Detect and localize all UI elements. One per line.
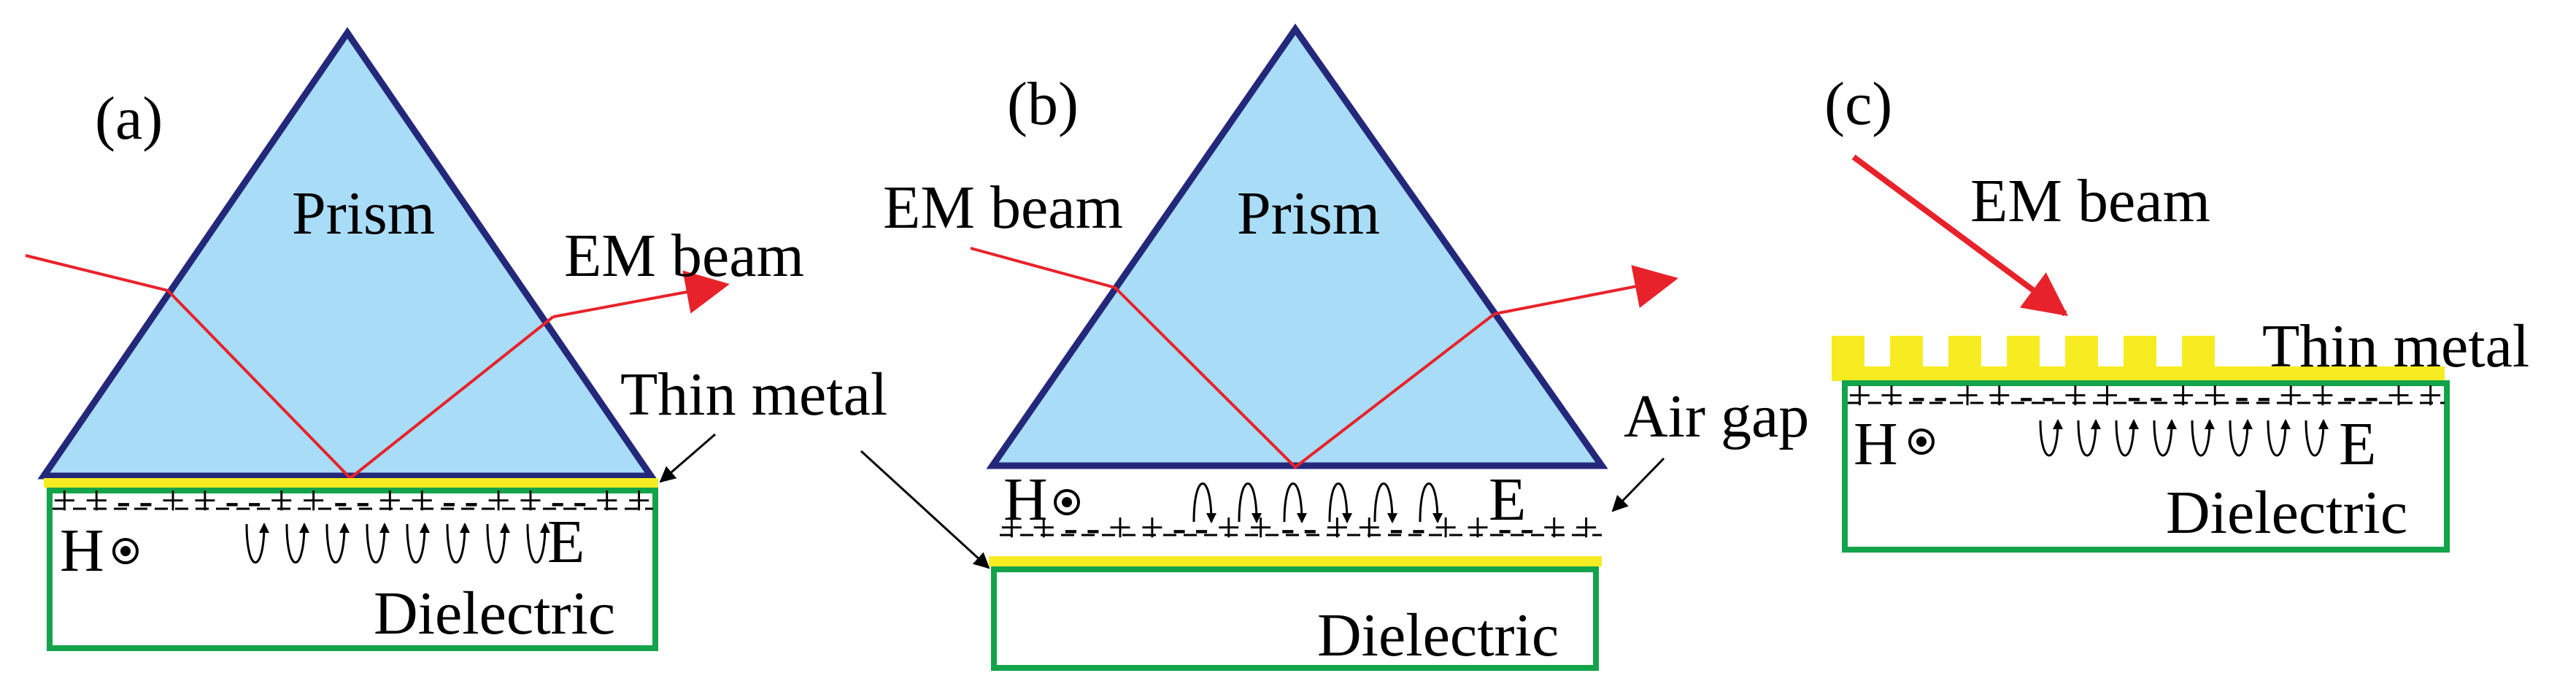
grating-tooth — [1832, 336, 1864, 369]
panel-c-label: (c) — [1824, 70, 1892, 138]
panel-a-field-loops — [245, 523, 550, 564]
field-loop — [406, 523, 430, 564]
panel-a-metal-label: Thin metal — [620, 361, 887, 428]
panel-b-thin-metal — [989, 556, 1602, 566]
panel-b-charges: ++--++--++--++--++--++ — [1000, 504, 1598, 551]
field-loop — [285, 523, 309, 564]
panel-c: (c) EM beam Thin metal ++--++--++--++--+… — [1824, 70, 2529, 553]
panel-b-beam-out-arrow — [1494, 265, 1678, 315]
panel-b-beam-label: EM beam — [883, 174, 1123, 242]
panel-c-beam-label: EM beam — [1970, 167, 2210, 235]
field-loop — [1238, 482, 1262, 523]
grating-tooth — [1890, 336, 1923, 369]
field-loop — [2153, 419, 2177, 457]
panel-a-prism-label: Prism — [292, 180, 435, 247]
field-loop — [1283, 482, 1307, 523]
field-loop — [2267, 419, 2291, 457]
panel-a-label: (a) — [95, 85, 163, 153]
panel-b-out-of-plane-icon — [1054, 489, 1080, 515]
panel-c-e-label: E — [2339, 410, 2376, 478]
field-loop — [2305, 419, 2329, 457]
panel-c-h-label: H — [1854, 410, 1898, 478]
panel-a-beam-label: EM beam — [564, 222, 804, 290]
panel-b-gap-pointer — [1611, 457, 1665, 512]
field-loop — [366, 523, 390, 564]
panel-b-gap-label: Air gap — [1624, 382, 1809, 450]
panel-c-out-of-plane-icon — [1908, 428, 1935, 455]
panel-b-prism — [986, 23, 1608, 469]
field-loop — [526, 523, 550, 564]
panel-a-beam-path — [25, 254, 555, 480]
panel-a-beam-out-arrow — [552, 270, 730, 318]
panel-c-dielectric-label: Dielectric — [2166, 479, 2407, 547]
panel-a-dielectric-label: Dielectric — [374, 580, 615, 647]
field-loop — [2039, 419, 2063, 457]
panel-c-field-loops — [2039, 419, 2329, 457]
panel-b-dielectric-label: Dielectric — [1317, 601, 1559, 669]
field-loop — [1373, 482, 1397, 523]
grating-tooth — [2124, 336, 2156, 369]
panel-c-beam-arrow — [1851, 154, 2069, 317]
panel-b-h-label: H — [1003, 466, 1048, 534]
panel-b: (b) Prism EM beam H E ++--++--++--++--++… — [860, 23, 1809, 671]
panel-b-label: (b) — [1007, 70, 1079, 138]
panel-a-e-label: E — [547, 508, 585, 576]
field-loop — [245, 523, 269, 564]
field-loop — [1419, 482, 1443, 523]
grating-tooth — [1948, 336, 1981, 369]
field-loop — [325, 523, 350, 564]
panel-a-dielectric — [47, 488, 658, 651]
field-loop — [486, 523, 510, 564]
panel-a-metal-pointer — [659, 433, 716, 483]
panel-b-prism-label: Prism — [1237, 180, 1380, 247]
field-loop — [2077, 419, 2101, 457]
panel-c-metal-label: Thin metal — [2262, 312, 2529, 380]
panel-a-thin-metal — [44, 478, 658, 488]
panel-b-e-label: E — [1489, 466, 1526, 534]
field-loop — [446, 523, 470, 564]
grating-tooth — [2065, 336, 2098, 369]
field-loop — [1328, 482, 1352, 523]
grating-tooth — [2007, 336, 2040, 369]
panel-b-dielectric — [991, 566, 1599, 671]
panel-a-out-of-plane-icon — [112, 538, 139, 564]
panel-b-beam-path — [970, 247, 1496, 469]
field-loop — [2115, 419, 2139, 457]
panel-b-field-loops — [1192, 482, 1443, 523]
grating-tooth — [2182, 336, 2215, 369]
panel-a-h-label: H — [60, 517, 104, 585]
field-loop — [2229, 419, 2253, 457]
field-loop — [1192, 482, 1216, 523]
panel-c-grating-metal — [1832, 336, 2445, 381]
panel-a: (a) Prism EM beam Thin metal ++--++--++-… — [25, 27, 887, 651]
panel-b-metal-pointer — [860, 450, 990, 569]
field-loop — [2191, 419, 2215, 457]
panel-c-dielectric — [1842, 380, 2450, 553]
